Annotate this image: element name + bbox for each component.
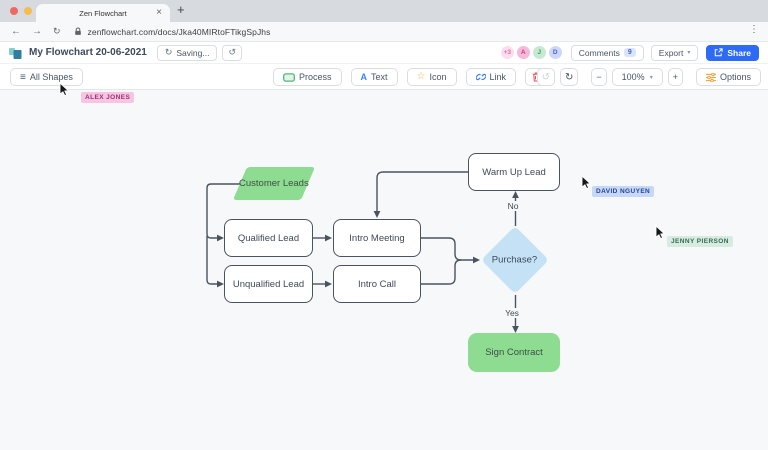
undo-button[interactable]: ↺ xyxy=(536,68,555,86)
chevron-down-icon: ▾ xyxy=(649,74,653,81)
avatar-more[interactable]: +3 xyxy=(500,46,514,59)
browser-tab-strip: Zen Flowchart × + xyxy=(0,0,768,22)
window-close-button[interactable] xyxy=(10,7,18,15)
sync-icon: ↻ xyxy=(164,47,173,57)
link-tool-button[interactable]: Link xyxy=(465,68,517,86)
star-icon: ☆ xyxy=(416,71,426,82)
redo-button[interactable]: ↻ xyxy=(560,68,579,86)
app-header: My Flowchart 20-06-2021 ↻ Saving... ↺ +3… xyxy=(0,42,768,64)
all-shapes-button[interactable]: ≡ All Shapes xyxy=(10,68,83,86)
node-intro-meeting[interactable]: Intro Meeting xyxy=(333,219,421,257)
undo-icon: ↺ xyxy=(541,71,550,83)
share-icon xyxy=(714,48,723,57)
avatar-jenny[interactable]: J xyxy=(532,46,546,59)
node-warm-up-lead[interactable]: Warm Up Lead xyxy=(468,153,560,191)
text-tool-icon: A xyxy=(360,72,368,82)
url-text[interactable]: zenflowchart.com/docs/Jka40MIRtoFTikgSpJ… xyxy=(87,26,271,37)
browser-tab[interactable]: Zen Flowchart × xyxy=(36,4,170,22)
icon-tool-button[interactable]: ☆ Icon xyxy=(406,68,457,86)
document-title[interactable]: My Flowchart 20-06-2021 xyxy=(29,47,147,58)
editor-toolbar: ≡ All Shapes Process A Text ☆ Icon Link xyxy=(0,64,768,90)
zoom-out-button[interactable]: − xyxy=(591,68,607,86)
version-history-button[interactable]: ↺ xyxy=(222,44,242,61)
history-icon: ↺ xyxy=(228,47,236,57)
redo-icon: ↻ xyxy=(565,71,574,83)
edge-label-no: No xyxy=(505,201,521,211)
collaborator-label-jenny: JENNY PIERSON xyxy=(667,236,733,247)
collaborator-label-alex: ALEX JONES xyxy=(81,92,135,103)
zoom-level-value: 100% xyxy=(621,72,645,82)
text-tool-button[interactable]: A Text xyxy=(350,68,398,86)
browser-menu-icon[interactable]: ⋮ xyxy=(749,24,759,35)
reload-icon[interactable]: ↻ xyxy=(53,26,61,36)
new-tab-button[interactable]: + xyxy=(177,2,185,17)
edge-label-yes: Yes xyxy=(503,308,521,318)
link-icon xyxy=(475,72,486,82)
avatar-alex[interactable]: A xyxy=(516,46,530,59)
node-unqualified-lead[interactable]: Unqualified Lead xyxy=(224,265,313,303)
node-intro-call[interactable]: Intro Call xyxy=(333,265,421,303)
process-tool-button[interactable]: Process xyxy=(273,68,342,86)
collaborator-label-david: DAVID NGUYEN xyxy=(592,186,655,197)
avatar-david[interactable]: D xyxy=(548,46,562,59)
forward-icon[interactable]: → xyxy=(32,26,42,37)
trash-icon xyxy=(532,72,541,82)
share-button[interactable]: Share xyxy=(706,44,759,61)
tab-close-icon[interactable]: × xyxy=(156,7,162,18)
hamburger-icon: ≡ xyxy=(20,71,26,83)
comments-count-badge: 9 xyxy=(623,48,636,57)
plus-icon: + xyxy=(672,72,678,82)
back-icon[interactable]: ← xyxy=(11,26,21,37)
zoom-level-dropdown[interactable]: 100% ▾ xyxy=(611,68,663,86)
process-shape-icon xyxy=(283,72,295,82)
zoom-in-button[interactable]: + xyxy=(667,68,683,86)
lock-icon xyxy=(74,27,82,36)
tab-title: Zen Flowchart xyxy=(79,8,127,18)
view-controls-group: ↺ ↻ − 100% ▾ + Options xyxy=(536,68,761,86)
sliders-icon xyxy=(705,72,716,82)
node-qualified-lead[interactable]: Qualified Lead xyxy=(224,219,313,257)
shape-tools-group: Process A Text ☆ Icon Link xyxy=(273,68,549,86)
node-sign-contract[interactable]: Sign Contract xyxy=(468,333,560,372)
saving-button[interactable]: ↻ Saving... xyxy=(156,44,218,61)
chevron-down-icon: ▾ xyxy=(687,50,691,56)
minus-icon: − xyxy=(596,72,602,82)
window-minimize-button[interactable] xyxy=(24,7,32,15)
comments-button[interactable]: Comments 9 xyxy=(570,44,644,61)
app-logo xyxy=(9,47,22,59)
options-button[interactable]: Options xyxy=(695,68,761,86)
browser-address-bar: ← → ↻ zenflowchart.com/docs/Jka40MIRtoFT… xyxy=(0,22,768,42)
export-button[interactable]: Export ▾ xyxy=(650,44,699,61)
node-customer-leads[interactable]: Customer Leads xyxy=(232,167,316,200)
